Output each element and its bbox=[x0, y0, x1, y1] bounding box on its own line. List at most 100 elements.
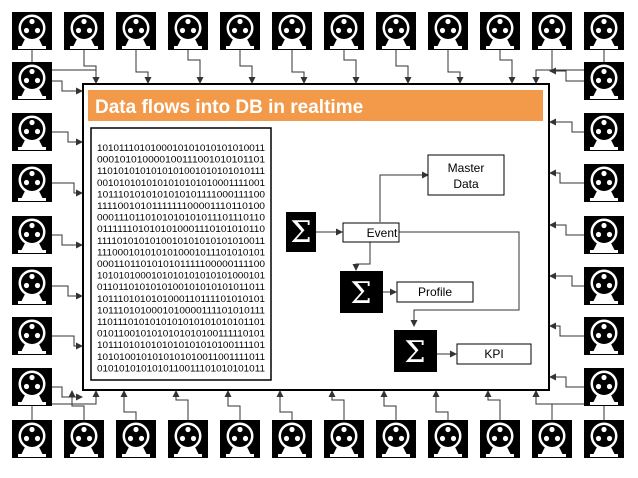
sensor-icon bbox=[584, 317, 624, 355]
sensor-icon bbox=[64, 420, 104, 458]
master-data-label-line1: Master bbox=[448, 161, 485, 175]
sensor-icon bbox=[480, 420, 520, 458]
profile-aggregator-symbol: Σ bbox=[350, 276, 371, 311]
sensor-wire bbox=[68, 390, 85, 420]
sensor-icon bbox=[168, 12, 208, 50]
flow-event-to-master-data bbox=[379, 171, 429, 222]
binary-line: 1011101010101000110111101010101 bbox=[97, 294, 265, 305]
sensor-icon bbox=[532, 12, 572, 50]
sensor-wire bbox=[499, 50, 516, 84]
sensor-wire bbox=[549, 118, 584, 133]
sensor-icon bbox=[324, 420, 364, 458]
title: Data flows into DB in realtime bbox=[95, 97, 363, 118]
sensor-wire bbox=[52, 234, 83, 249]
sensor-icon bbox=[584, 62, 624, 100]
sensor-wire bbox=[549, 373, 584, 388]
sensor-wire bbox=[52, 335, 83, 350]
sensor-wire bbox=[532, 390, 605, 420]
sensor-wire bbox=[328, 390, 345, 420]
sensor-icon bbox=[584, 12, 624, 50]
binary-line: 1010111010100010101010101010011 bbox=[97, 143, 265, 154]
binary-stream: 1010111010100010101010101010011000101010… bbox=[97, 143, 265, 374]
binary-line: 000101010000100111001010101101 bbox=[97, 155, 265, 166]
sensor-wire bbox=[31, 390, 100, 420]
binary-line: 1010100101010101010011001111011 bbox=[97, 352, 265, 363]
binary-line: 0001110110101010101011101110110 bbox=[97, 213, 265, 224]
binary-line: 1101110101010101010101010101101 bbox=[97, 317, 265, 328]
sensor-icon bbox=[12, 113, 52, 151]
sensor-icon bbox=[532, 420, 572, 458]
sensor-icon bbox=[12, 62, 52, 100]
title-bar bbox=[88, 90, 543, 121]
sensor-icon bbox=[220, 12, 260, 50]
binary-line: 0110110101010100101010101011011 bbox=[97, 282, 265, 293]
sensor-icon bbox=[584, 113, 624, 151]
sensor-icon bbox=[428, 12, 468, 50]
kpi-label: KPI bbox=[484, 347, 503, 361]
master-data-node: Master Data bbox=[427, 154, 505, 196]
event-label: Event bbox=[367, 226, 398, 240]
sensor-icon bbox=[428, 420, 468, 458]
binary-line: 1111010101010010101010101010011 bbox=[97, 236, 265, 247]
sensor-wires bbox=[31, 50, 605, 420]
event-aggregator-symbol: Σ bbox=[290, 215, 311, 250]
binary-line: 1011101010001010000111101010111 bbox=[97, 305, 265, 316]
profile-label: Profile bbox=[418, 285, 452, 299]
sensor-wire bbox=[549, 169, 584, 184]
sensor-icon bbox=[480, 12, 520, 50]
sensor-icon bbox=[324, 12, 364, 50]
sensor-wire bbox=[172, 390, 189, 420]
sensor-icon bbox=[376, 12, 416, 50]
binary-line: 0111111010101010001110101010110 bbox=[97, 224, 265, 235]
binary-line: 1011101010101010101010100111101 bbox=[97, 340, 265, 351]
sensor-icon bbox=[12, 267, 52, 305]
sensor-wire bbox=[484, 390, 501, 420]
kpi-node: KPI bbox=[456, 343, 532, 365]
sensor-icon bbox=[12, 216, 52, 254]
sensor-wire bbox=[135, 50, 152, 84]
sensor-icon bbox=[64, 12, 104, 50]
sensor-wire bbox=[549, 322, 584, 337]
sensor-wire bbox=[380, 390, 397, 420]
sensor-wire bbox=[239, 50, 256, 84]
sensor-wire bbox=[52, 131, 83, 146]
sensor-wire bbox=[291, 50, 308, 84]
event-aggregator: Σ bbox=[286, 212, 316, 252]
sensor-icon bbox=[584, 368, 624, 406]
binary-line: 1101010101010101001010101010111 bbox=[97, 166, 265, 177]
sensor-wire bbox=[549, 67, 584, 82]
binary-line: 1010101000101010101010101000101 bbox=[97, 271, 265, 282]
sensor-wire bbox=[120, 390, 137, 420]
kpi-aggregator: Σ bbox=[394, 330, 437, 372]
sensor-icon bbox=[12, 368, 52, 406]
sensor-icon bbox=[12, 12, 52, 50]
binary-stream-box bbox=[90, 127, 272, 381]
binary-line: 1110001010101010001011101010101 bbox=[97, 247, 265, 258]
sensor-icon bbox=[584, 164, 624, 202]
sensor-icon bbox=[272, 420, 312, 458]
event-node: Event bbox=[342, 222, 400, 243]
sensor-wire bbox=[52, 80, 83, 95]
binary-line: 0010101010101010101010001111001 bbox=[97, 178, 265, 189]
binary-line: 0001101101010101111100000111100 bbox=[97, 259, 265, 270]
kpi-aggregator-symbol: Σ bbox=[404, 335, 425, 370]
sensor-wire bbox=[549, 221, 584, 236]
sensor-wire bbox=[52, 285, 83, 300]
binary-line: 0101100101010101010100111110101 bbox=[97, 329, 265, 340]
binary-line: 0101010101010110011101010101011 bbox=[97, 363, 265, 374]
flow-lines bbox=[316, 171, 520, 358]
sensor-wire bbox=[343, 50, 360, 84]
sensor-wire bbox=[432, 390, 449, 420]
sensor-icon bbox=[220, 420, 260, 458]
binary-line: 1111001010111111100001110110100 bbox=[97, 201, 265, 212]
sensor-icon bbox=[12, 164, 52, 202]
sensor-wire bbox=[532, 50, 553, 84]
sensor-icon bbox=[272, 12, 312, 50]
sensor-icon bbox=[12, 420, 52, 458]
profile-aggregator: Σ bbox=[340, 271, 383, 313]
sensor-icon bbox=[584, 420, 624, 458]
sensor-wire bbox=[549, 272, 584, 287]
sensor-icon bbox=[116, 420, 156, 458]
master-data-label-line2: Data bbox=[453, 177, 479, 191]
